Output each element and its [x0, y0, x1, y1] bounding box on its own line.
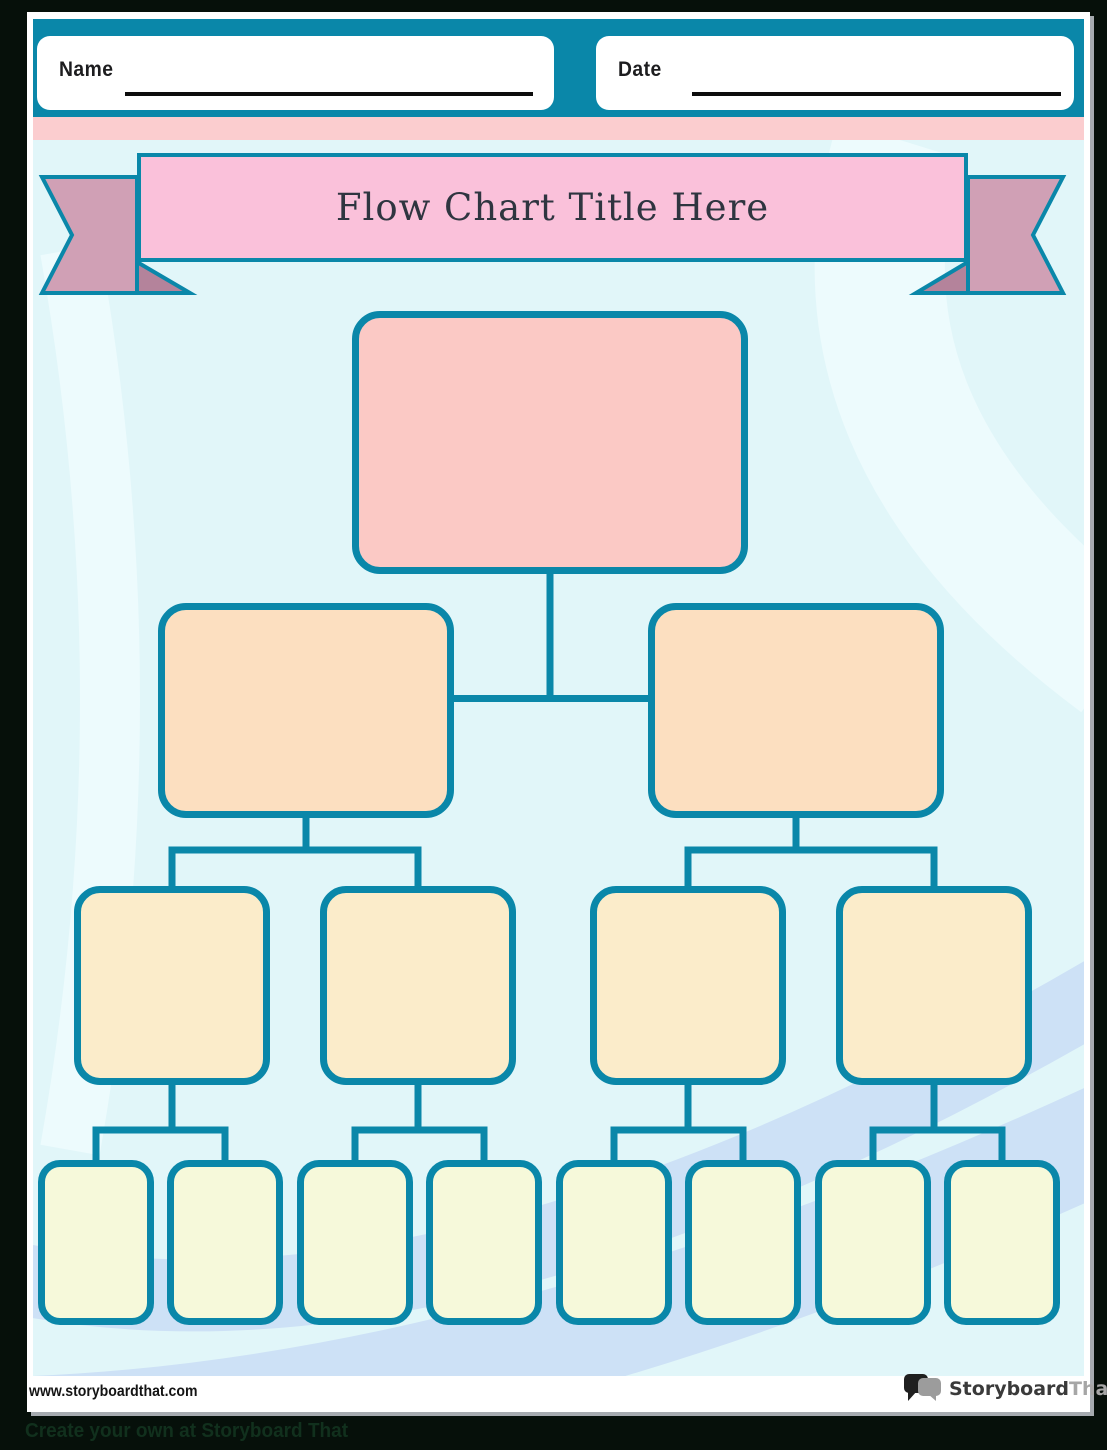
flow-node-level2-2[interactable]	[648, 603, 944, 818]
name-field[interactable]: Name	[37, 36, 554, 110]
flow-node-level3-1[interactable]	[74, 886, 270, 1085]
flow-node-level4-2[interactable]	[167, 1160, 283, 1325]
flow-node-level4-3[interactable]	[297, 1160, 413, 1325]
bottom-bar-caption: Create your own at Storyboard That	[25, 1420, 349, 1442]
date-field[interactable]: Date	[596, 36, 1074, 110]
flow-node-level4-8[interactable]	[944, 1160, 1060, 1325]
flow-chart-title[interactable]: Flow Chart Title Here	[335, 186, 770, 229]
flow-node-level3-3[interactable]	[590, 886, 786, 1085]
flow-node-level1[interactable]	[352, 311, 748, 574]
date-label: Date	[618, 58, 662, 81]
pink-accent-strip	[33, 117, 1084, 140]
flow-node-level4-1[interactable]	[38, 1160, 154, 1325]
website-url: www.storyboardthat.com	[29, 1383, 198, 1400]
name-label: Name	[59, 58, 114, 81]
flow-node-level2-1[interactable]	[158, 603, 454, 818]
logo-text-that: That	[1069, 1378, 1107, 1400]
flow-node-level4-6[interactable]	[685, 1160, 801, 1325]
flow-node-level4-4[interactable]	[426, 1160, 542, 1325]
name-input-line[interactable]	[125, 92, 533, 96]
speech-bubbles-icon	[904, 1374, 941, 1401]
title-banner[interactable]: Flow Chart Title Here	[137, 153, 968, 262]
flow-node-level3-2[interactable]	[320, 886, 516, 1085]
date-input-line[interactable]	[692, 92, 1061, 96]
flow-node-level4-5[interactable]	[556, 1160, 672, 1325]
logo-text-storyboard: Storyboard	[949, 1378, 1070, 1400]
flow-node-level3-4[interactable]	[836, 886, 1032, 1085]
flow-node-level4-7[interactable]	[815, 1160, 931, 1325]
